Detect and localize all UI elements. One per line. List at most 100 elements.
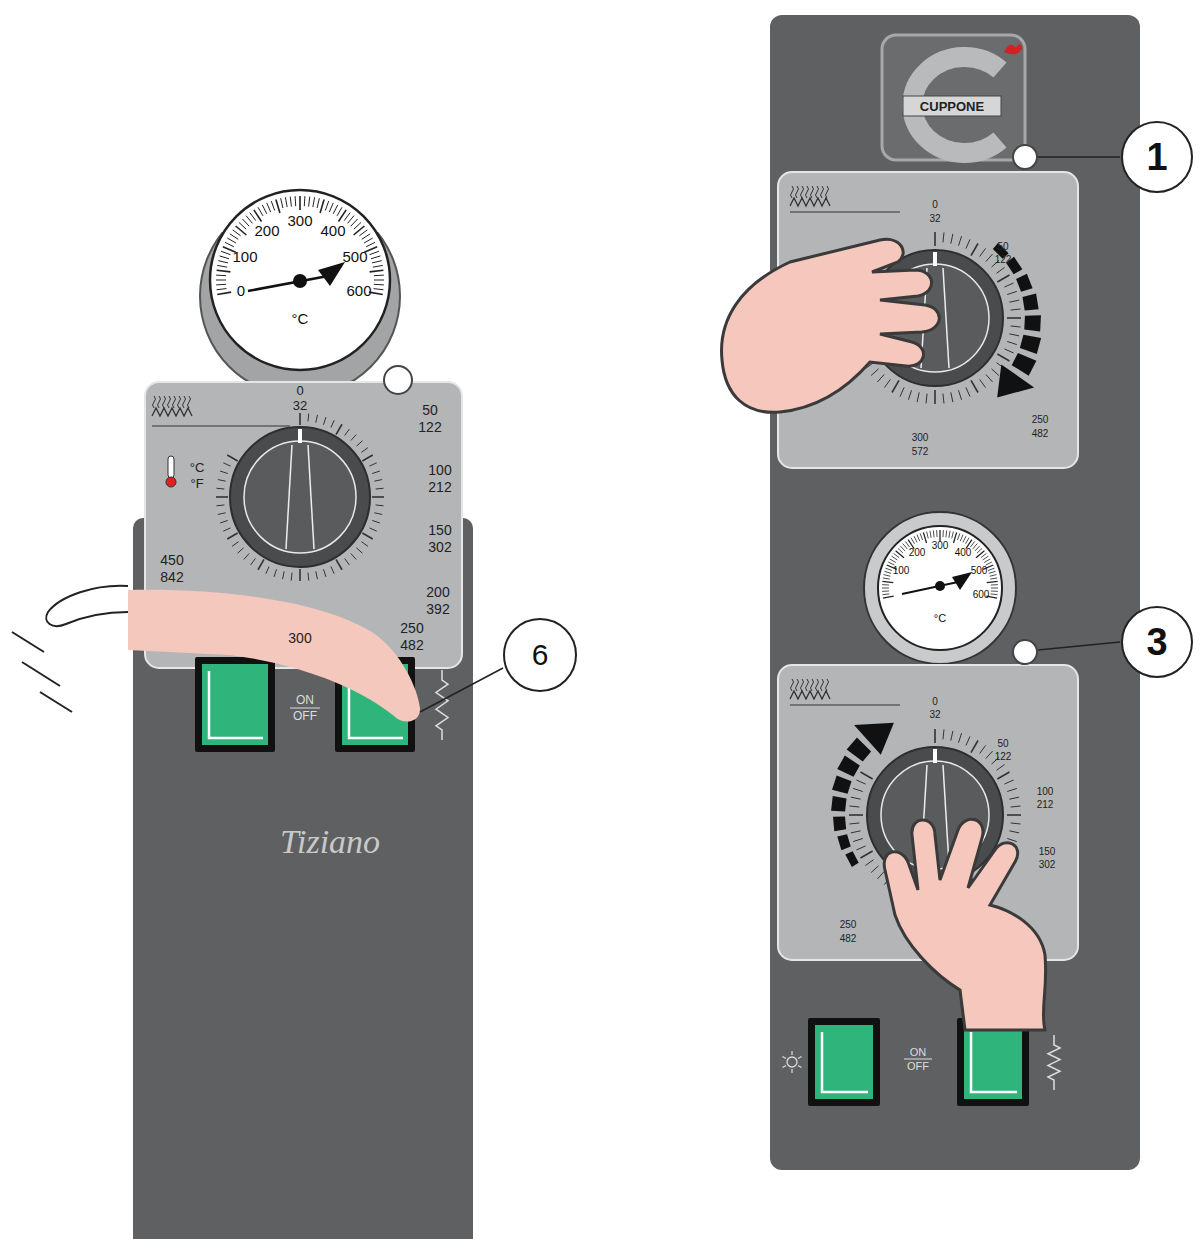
scale-tick	[1011, 326, 1021, 327]
arrow-head	[854, 723, 894, 755]
needle-hub	[293, 274, 307, 288]
lamp-ray	[791, 1069, 792, 1073]
thermometer-icon	[168, 456, 174, 478]
scale-tick	[900, 387, 904, 396]
scale-tick	[227, 238, 236, 243]
scale-tick	[351, 435, 356, 441]
scale-tick	[304, 196, 306, 206]
switch-label: OFF	[907, 1061, 929, 1072]
arrow-segment	[832, 775, 851, 793]
scale-number: 400	[955, 548, 972, 558]
scale-tick	[1007, 291, 1017, 294]
scale-tick	[980, 379, 986, 387]
scale-number: 600	[346, 283, 371, 298]
lamp-ray	[782, 1057, 785, 1059]
switch-rocker	[202, 664, 268, 745]
heat-wave	[826, 679, 829, 691]
scale-tick	[984, 559, 990, 563]
scale-tick	[1007, 838, 1017, 841]
scale-tick	[271, 201, 274, 210]
scale-number: 122	[995, 752, 1012, 762]
motion-line	[22, 662, 60, 686]
thermometer-bulb	[166, 477, 176, 487]
scale-tick	[336, 559, 342, 569]
heater-symbol	[790, 691, 830, 699]
scale-tick	[990, 578, 997, 579]
scale-tick	[856, 846, 865, 850]
scale-tick	[849, 806, 859, 807]
scale-number: 100	[1037, 787, 1054, 797]
scale-tick	[374, 513, 382, 515]
scale-number: 482	[840, 934, 857, 944]
scale-tick	[362, 533, 372, 539]
scale-tick	[991, 593, 998, 595]
scale-tick	[299, 413, 301, 425]
heat-wave	[801, 186, 804, 198]
scale-tick	[991, 588, 998, 589]
scale-tick	[276, 200, 280, 213]
scale-tick	[856, 780, 865, 784]
scale-number: 300	[288, 631, 311, 645]
arrow-segment	[1016, 274, 1032, 292]
heat-wave	[178, 396, 181, 408]
knob-ring	[230, 427, 370, 567]
scale-tick	[951, 234, 953, 244]
scale-number: 392	[426, 602, 449, 616]
scale-tick	[871, 866, 878, 873]
motion-line	[40, 692, 72, 712]
heat-wave	[153, 396, 156, 408]
knob-grip	[286, 445, 292, 549]
scale-tick	[285, 197, 287, 207]
scale-tick	[313, 197, 315, 207]
leader-line	[420, 668, 503, 712]
thermometer-face	[878, 526, 1002, 650]
scale-tick	[239, 222, 246, 229]
heat-wave	[806, 186, 809, 198]
scale-tick	[362, 455, 372, 461]
scale-tick	[373, 265, 383, 267]
arrow-segment	[837, 756, 860, 777]
scale-number: 450	[160, 553, 183, 567]
scale-tick	[376, 504, 384, 506]
scale-tick	[221, 251, 230, 254]
scale-number: 302	[428, 540, 451, 554]
switch-highlight	[971, 1032, 1017, 1092]
scale-tick	[942, 530, 943, 537]
lamp-ray	[782, 1066, 785, 1068]
lamp-ray	[798, 1057, 801, 1059]
scale-tick	[986, 374, 993, 381]
switch-label: ON	[910, 1047, 927, 1058]
scale-tick	[331, 420, 334, 427]
scale-tick	[903, 544, 907, 549]
scale-tick	[884, 575, 891, 577]
heat-wave	[826, 186, 829, 198]
scale-tick	[374, 284, 384, 286]
scale-tick	[233, 230, 241, 236]
scale-tick	[861, 772, 873, 779]
logo-textbox	[903, 96, 1001, 116]
scale-tick	[1007, 341, 1017, 344]
scale-tick	[258, 559, 264, 569]
scale-number: 122	[418, 420, 441, 434]
turning-hand	[884, 819, 1045, 1030]
heat-wave	[806, 679, 809, 691]
scale-tick	[971, 244, 978, 256]
scale-tick	[893, 553, 899, 557]
scale-tick	[216, 488, 224, 490]
scale-tick	[220, 520, 228, 522]
scale-tick	[884, 379, 890, 387]
scale-tick	[980, 745, 986, 753]
scale-tick	[369, 528, 376, 531]
scale-tick	[223, 463, 230, 466]
scale-number: 212	[428, 480, 451, 494]
logo-text: CUPPONE	[920, 100, 984, 113]
knob-grip	[943, 268, 949, 368]
scale-tick	[1011, 806, 1021, 807]
scale-tick	[372, 471, 380, 473]
scale-tick	[865, 860, 873, 866]
scale-tick	[266, 566, 269, 573]
thermometer-face	[210, 190, 390, 370]
scale-tick	[320, 200, 324, 213]
unit-label: °C	[190, 461, 205, 474]
